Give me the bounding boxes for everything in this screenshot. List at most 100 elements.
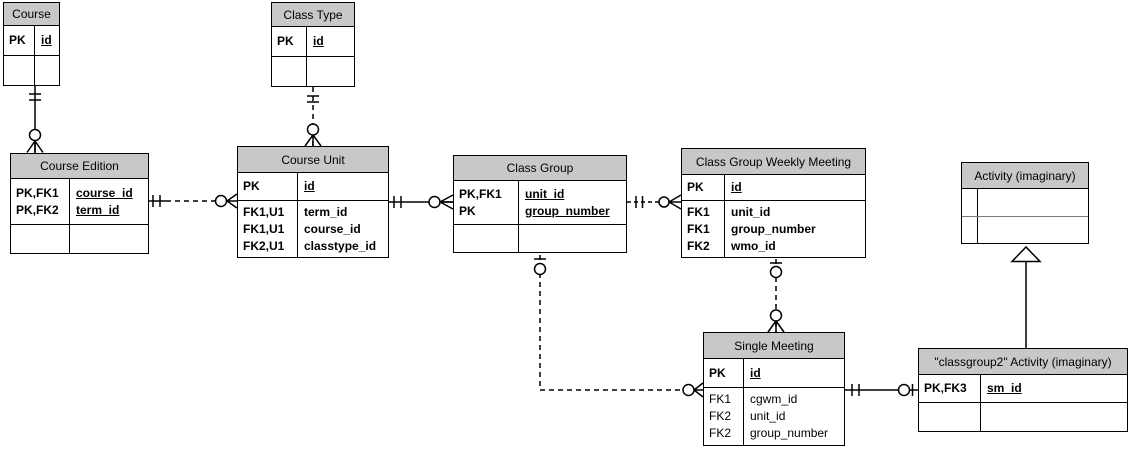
zero-circle-marker <box>897 383 911 397</box>
column-divider <box>518 181 519 224</box>
attr-field: wmo_id <box>731 238 776 253</box>
column-divider <box>297 173 298 200</box>
cardinality-one-marker <box>307 95 319 103</box>
table-classgroup2-activity-imaginary: "classgroup2" Activity (imaginary) PK,FK… <box>918 348 1128 432</box>
table-course: Course PK id <box>3 2 60 86</box>
key-field: course_id <box>76 185 133 200</box>
cardinality-one-marker <box>152 195 161 207</box>
table-row: FK2 wmo_id <box>682 238 865 255</box>
key-flag: PK,FK1 <box>459 186 502 201</box>
empty-attr-section <box>272 56 354 86</box>
table-course-unit: Course Unit PK id FK1,U1 term_id FK1,U1 … <box>237 146 389 258</box>
key-flag: PK <box>687 180 704 194</box>
empty-attr-section <box>4 55 59 85</box>
column-divider <box>306 27 307 56</box>
table-row: PK id <box>238 178 388 195</box>
table-row: PK id <box>682 179 865 196</box>
zero-circle-marker <box>533 262 547 276</box>
table-row: FK1 group_number <box>682 221 865 238</box>
rel-class-group-to-cgwm <box>627 194 682 210</box>
crow-foot-marker <box>767 320 785 333</box>
attr-flag: FK1 <box>687 221 710 236</box>
empty-attr-section <box>454 224 626 252</box>
table-title: Course Edition <box>11 154 148 179</box>
attr-flag: FK2 <box>709 409 732 423</box>
table-class-group-weekly-meeting: Class Group Weekly Meeting PK id FK1 uni… <box>681 148 866 258</box>
column-divider <box>977 217 978 243</box>
table-row: PK,FK3 sm_id <box>919 380 1127 397</box>
cardinality-one-marker <box>29 93 41 101</box>
attr-flag: FK2 <box>687 238 710 253</box>
column-divider <box>980 403 981 431</box>
table-class-group: Class Group PK,FK1 unit_id PK group_numb… <box>453 155 627 253</box>
key-field: id <box>731 180 742 194</box>
crow-foot-marker <box>693 382 704 398</box>
empty-attr-section <box>919 402 1127 431</box>
column-divider <box>306 57 307 86</box>
table-row: PK group_number <box>454 203 626 220</box>
crow-foot-marker <box>304 134 322 147</box>
column-divider <box>69 179 70 224</box>
key-flag: PK <box>9 33 26 47</box>
key-flag: PK <box>277 34 294 48</box>
attr-field: group_number <box>731 221 816 236</box>
table-course-edition: Course Edition PK,FK1 course_id PK,FK2 t… <box>10 153 149 254</box>
rel-class-type-to-course-unit <box>304 87 322 147</box>
key-field: group_number <box>525 203 610 218</box>
table-title: Class Type <box>272 3 354 27</box>
zero-circle-marker <box>769 309 783 322</box>
rel-classgroup2-inherits-activity <box>1010 245 1042 348</box>
attr-flag: FK1 <box>709 392 732 406</box>
crow-foot-marker <box>668 194 682 210</box>
crow-foot-marker <box>439 194 454 210</box>
column-divider <box>724 201 725 257</box>
attr-field: group_number <box>750 426 829 440</box>
table-title: "classgroup2" Activity (imaginary) <box>919 349 1127 375</box>
crow-foot-marker <box>26 140 44 153</box>
attr-field: course_id <box>304 221 361 236</box>
column-divider <box>980 375 981 402</box>
table-title: Activity (imaginary) <box>962 163 1088 189</box>
rel-single-meeting-to-classgroup2-activity <box>845 383 918 397</box>
key-flag: PK,FK2 <box>16 202 59 217</box>
table-row: FK1,U1 term_id <box>238 204 388 221</box>
column-divider <box>743 388 744 445</box>
table-row: PK,FK1 unit_id <box>454 186 626 203</box>
key-flag: PK,FK1 <box>16 185 59 200</box>
cardinality-one-marker <box>851 384 860 396</box>
table-row: PK id <box>272 33 354 50</box>
zero-circle-marker <box>28 128 42 142</box>
key-field: sm_id <box>987 381 1022 395</box>
zero-circle-marker <box>428 195 441 209</box>
column-divider <box>977 189 978 216</box>
cardinality-one-marker <box>393 196 402 208</box>
attr-field: term_id <box>304 204 348 219</box>
attr-flag: FK1,U1 <box>243 204 285 219</box>
zero-circle-marker <box>769 265 783 279</box>
key-flag: PK <box>709 365 726 380</box>
key-field: id <box>750 365 761 380</box>
key-field: unit_id <box>525 186 565 201</box>
key-flag: PK <box>459 203 476 218</box>
empty-key-section <box>962 189 1088 216</box>
zero-circle-marker <box>306 123 320 136</box>
inheritance-triangle-marker <box>1010 245 1042 263</box>
zero-circle-marker <box>658 196 670 208</box>
table-class-type: Class Type PK id <box>271 2 355 87</box>
empty-attr-section <box>962 216 1088 243</box>
table-activity-imaginary: Activity (imaginary) <box>961 162 1089 244</box>
table-row: FK2,U1 classtype_id <box>238 238 388 255</box>
column-divider <box>34 26 35 55</box>
column-divider <box>518 225 519 252</box>
table-title: Course Unit <box>238 147 388 173</box>
table-row: PK,FK1 course_id <box>11 185 148 202</box>
column-divider <box>724 175 725 200</box>
crow-foot-marker <box>226 193 238 209</box>
table-single-meeting: Single Meeting PK id FK1 cgwm_id FK2 uni… <box>703 332 845 446</box>
attr-field: unit_id <box>731 204 771 219</box>
key-field: id <box>304 179 315 193</box>
table-title: Course <box>4 3 59 26</box>
table-row: FK2 group_number <box>704 425 844 442</box>
attr-field: classtype_id <box>304 238 377 253</box>
